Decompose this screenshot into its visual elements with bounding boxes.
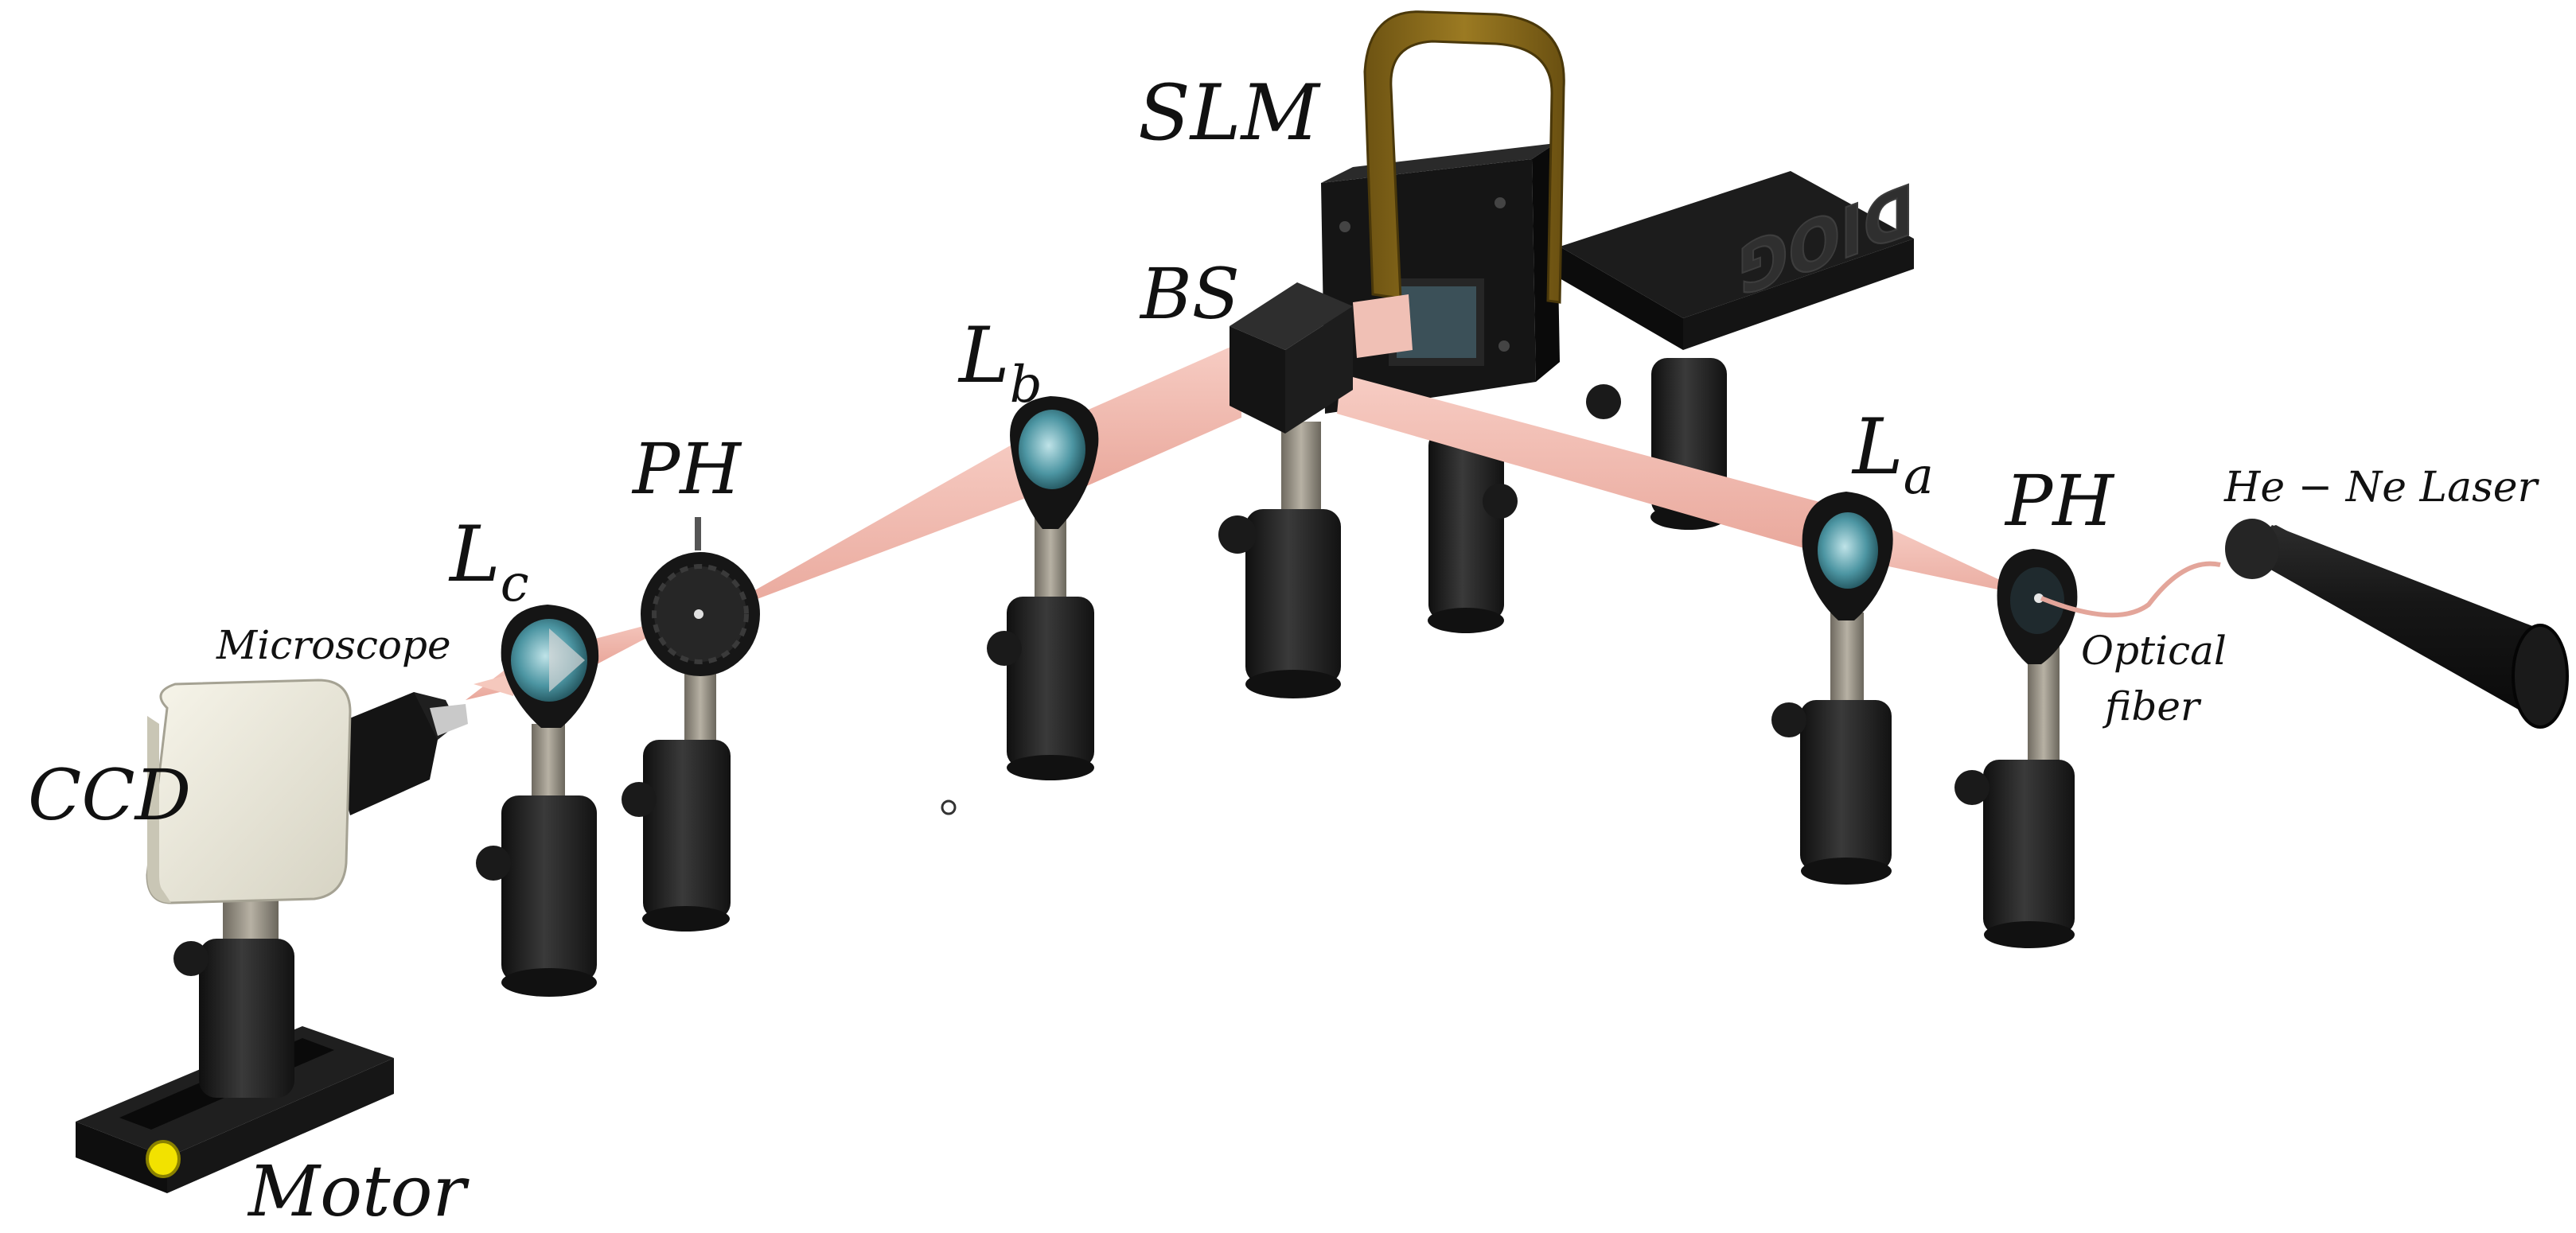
- lens-la: [1771, 492, 1893, 885]
- label-bs: BS: [1139, 253, 1240, 335]
- label-la-main: L: [1851, 403, 1904, 492]
- lens-lc: [476, 605, 599, 997]
- he-ne-laser: [2225, 519, 2569, 729]
- microscope-objective: [326, 692, 468, 815]
- optical-fiber: [2040, 561, 2221, 618]
- ccd-camera: [146, 679, 352, 904]
- label-ccd: CCD: [28, 754, 191, 836]
- label-microscope: Microscope: [216, 622, 451, 668]
- beam-splitter: [1230, 282, 1353, 434]
- label-lb-main: L: [957, 311, 1010, 400]
- label-lc: Lc: [448, 510, 529, 613]
- label-slm: SLM: [1138, 68, 1322, 158]
- pinhole-left: [622, 517, 760, 932]
- label-la-sub: a: [1904, 447, 1934, 506]
- label-fiber-line2: fiber: [2102, 683, 2202, 729]
- label-ph-left: PH: [631, 428, 742, 510]
- label-fiber-line1: Optical: [2081, 628, 2227, 674]
- slm-post-front: [1218, 422, 1341, 698]
- bs-post: [1428, 430, 1518, 633]
- slm-ribbon-cable: [1363, 10, 1565, 304]
- laser-beam: [466, 294, 2039, 700]
- ccd-post: [173, 883, 294, 1098]
- label-la: La: [1851, 403, 1934, 506]
- label-ph-right: PH: [2004, 460, 2115, 542]
- lens-lb: [987, 396, 1099, 780]
- pinhole-right: [1954, 549, 2078, 948]
- label-motor: Motor: [247, 1150, 470, 1232]
- label-lb: Lb: [957, 311, 1042, 414]
- label-laser: He − Ne Laser: [2223, 464, 2540, 511]
- slm-housing: [1321, 143, 1560, 414]
- label-lb-sub: b: [1010, 356, 1042, 414]
- marker-circle: [941, 799, 957, 815]
- label-lc-main: L: [448, 510, 501, 599]
- slm-board: DIOG: [1560, 165, 1915, 350]
- label-lc-sub: c: [501, 554, 529, 613]
